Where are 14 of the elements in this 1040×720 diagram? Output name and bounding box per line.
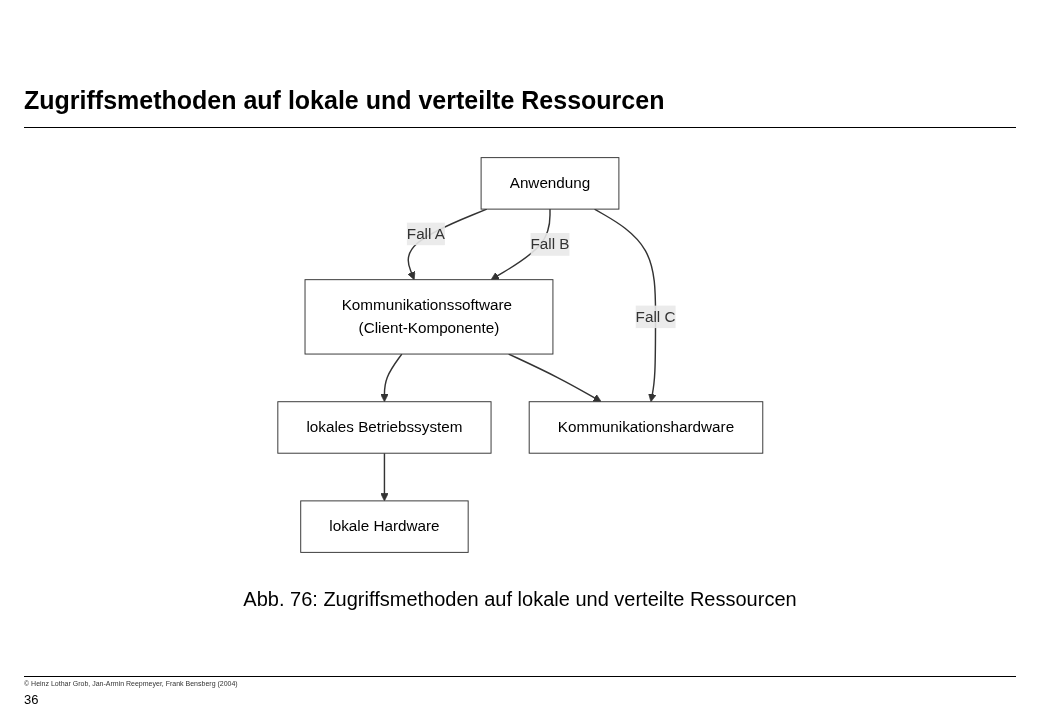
title: Zugriffsmethoden auf lokale und verteilte Ressourcen (24, 86, 665, 115)
node-box: lokales Betriebssystem (277, 401, 492, 454)
node-box: Kommunikationshardware (528, 401, 763, 454)
arrow (593, 208, 657, 403)
node-box: Kommunikationssoftware (Client-Komponente) (304, 279, 554, 355)
edge-label: Fall A (406, 225, 445, 242)
caption: Abb. 76: Zugriffsmethoden auf lokale und verteilte Ressourcen (242, 588, 798, 611)
node-box: lokale Hardware (299, 500, 469, 553)
arrow (379, 353, 403, 403)
page-number: 36 (24, 692, 39, 707)
edge-label: Fall C (635, 308, 676, 325)
arrow (379, 452, 389, 502)
node-box: Anwendung (480, 157, 620, 210)
edge-label: Fall B (530, 235, 570, 253)
